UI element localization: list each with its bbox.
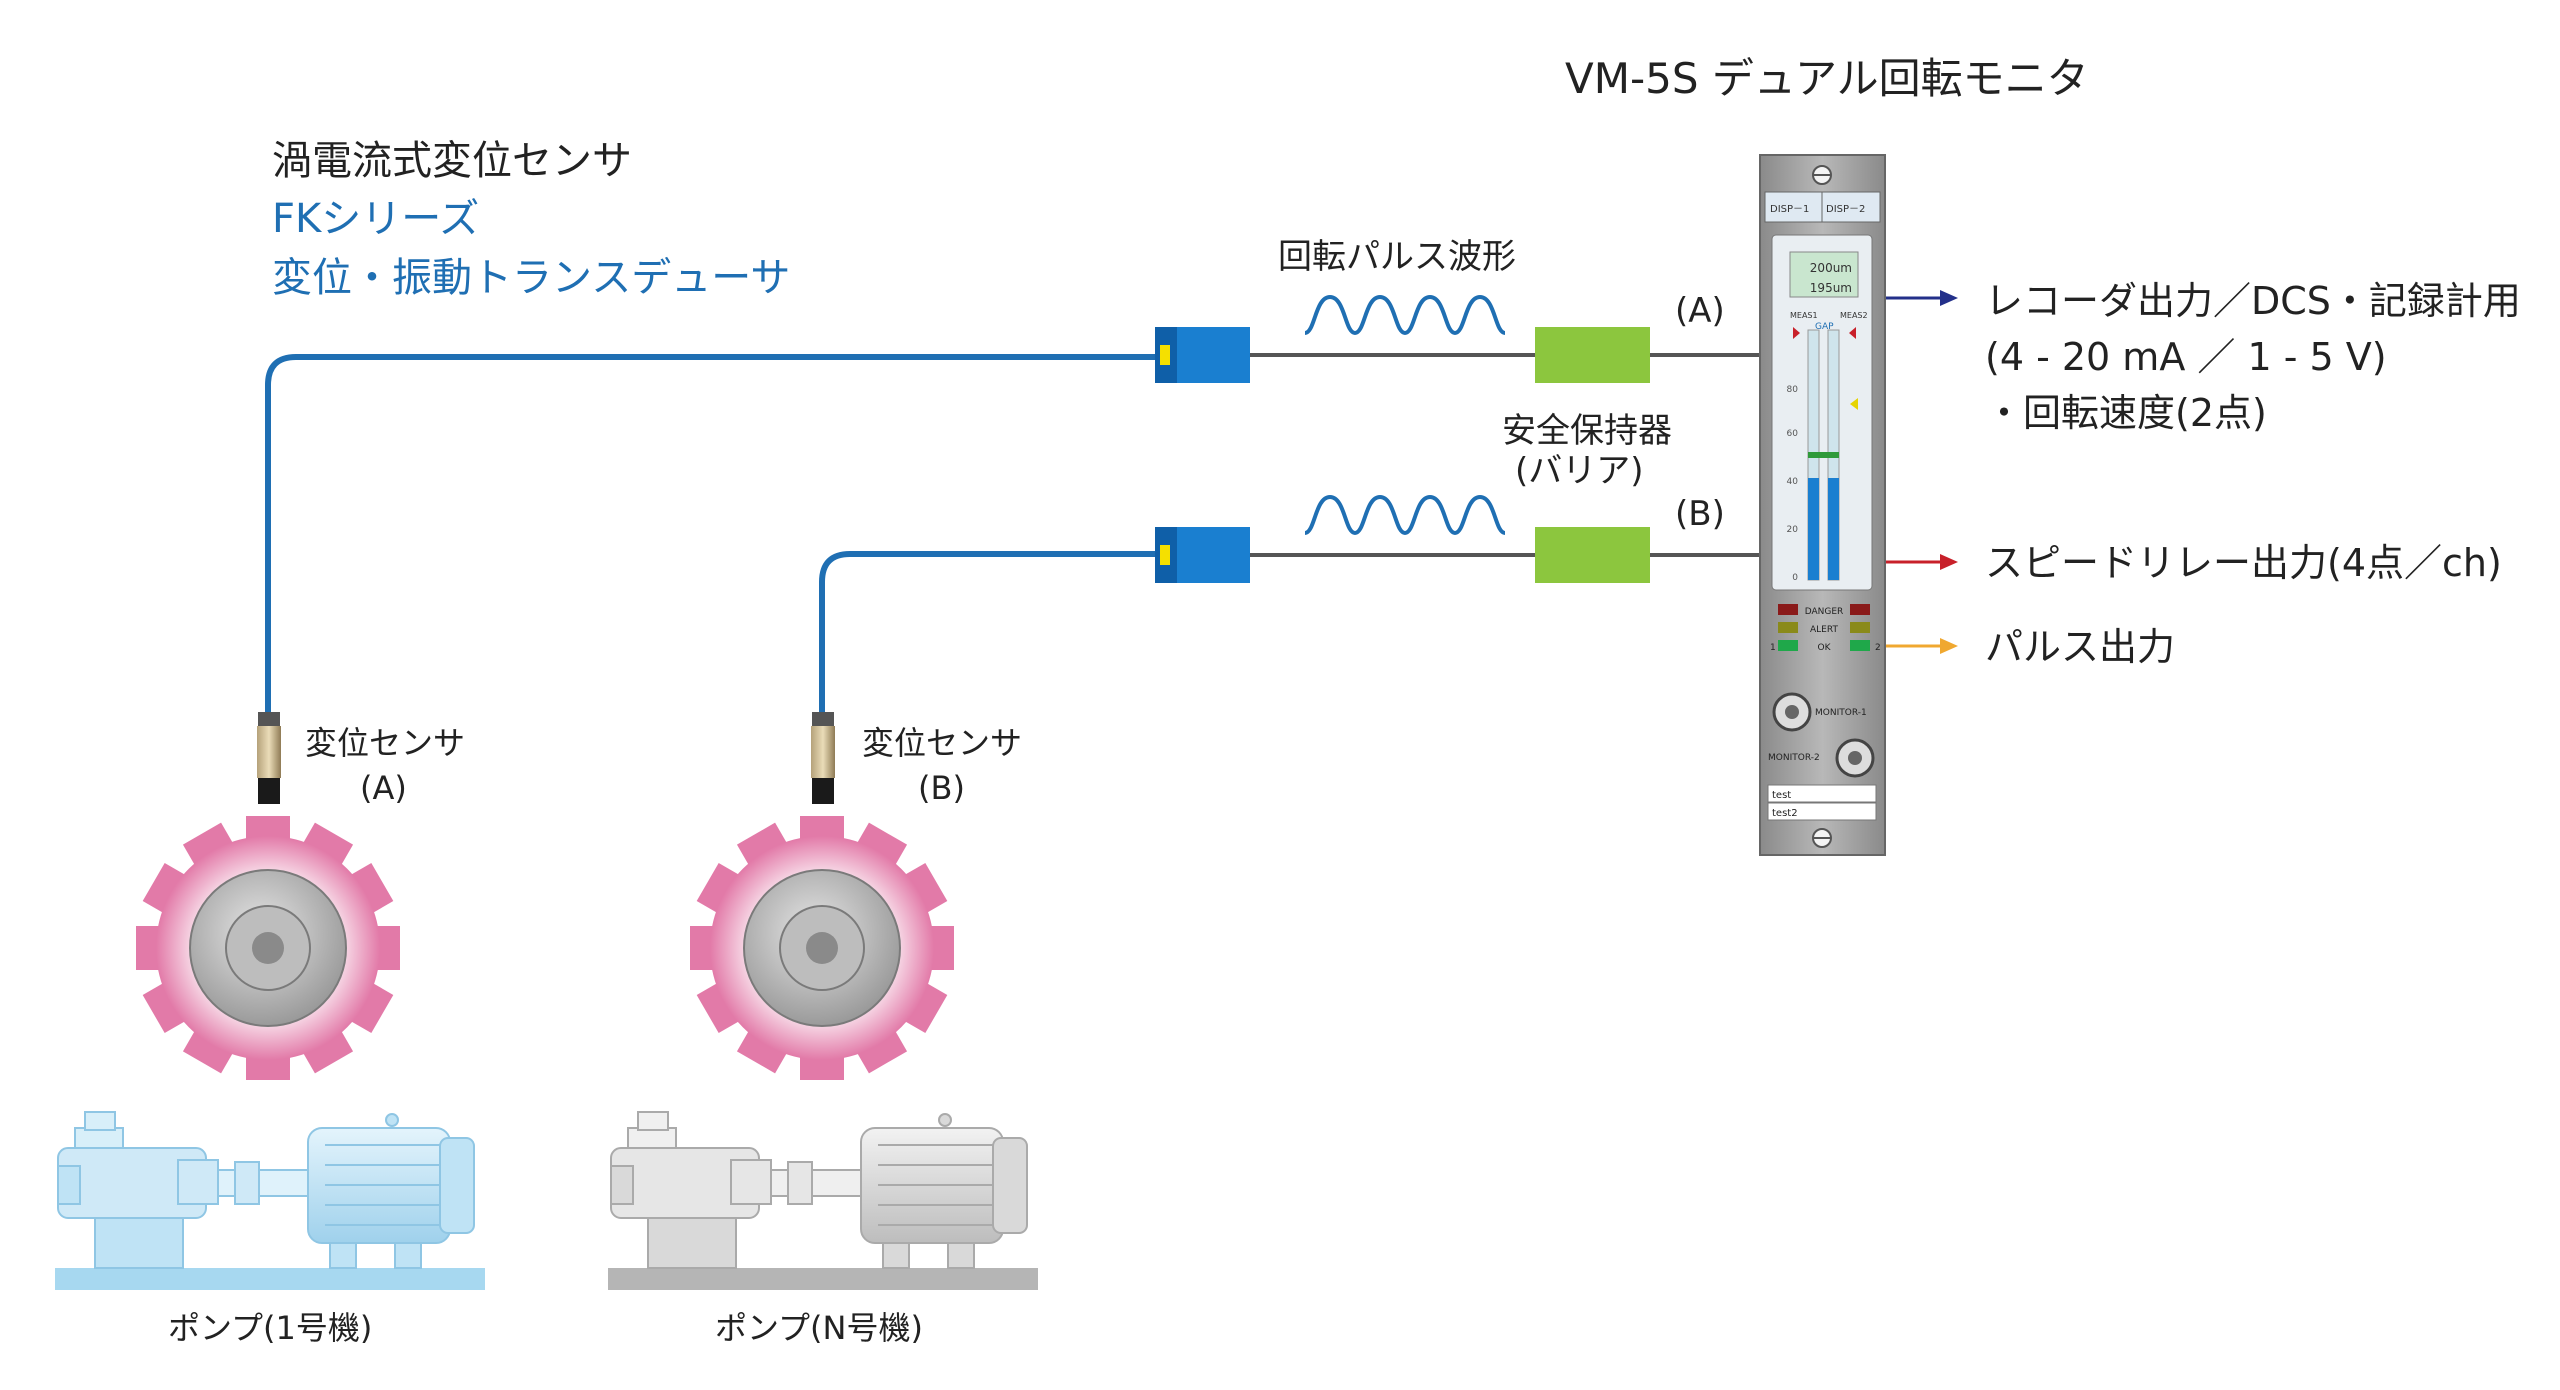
pump-n (608, 1111, 1038, 1290)
scale-label-0: 0 (1792, 573, 1798, 583)
meas1-label: MEAS1 (1790, 311, 1818, 320)
bargraph-fill-2 (1828, 478, 1839, 580)
channel-2-label: 2 (1875, 643, 1881, 653)
channel-a-label: (A) (1675, 291, 1725, 331)
gear-b (690, 816, 954, 1080)
danger-label: DANGER (1805, 607, 1844, 617)
alert-led-2 (1850, 622, 1870, 633)
sensor-a-label: 変位センサ (305, 724, 466, 762)
pulse-output-label: パルス出力 (1985, 625, 2176, 669)
alarm-marker-left (1793, 327, 1800, 339)
barrier-a (1535, 327, 1650, 383)
vm5s-monitor: DISP－1 DISP－2 200um 195um MEAS1 MEAS2 GA… (1759, 154, 1886, 856)
alert-label: ALERT (1810, 625, 1838, 635)
ok-led-2 (1850, 640, 1870, 651)
tag-label-1: test (1772, 790, 1791, 801)
monitor-1-label: MONITOR-1 (1815, 708, 1867, 718)
recorder-output-speed: ・回転速度(2点) (1985, 391, 2267, 435)
display-value-2: 195um (1810, 281, 1852, 295)
scale-label-60: 60 (1787, 429, 1799, 439)
arrow-recorder (1885, 290, 1958, 306)
ok-led-1 (1778, 640, 1798, 651)
display-value-1: 200um (1810, 261, 1852, 275)
recorder-output-range: (4 - 20 mA ／ 1 - 5 V) (1985, 335, 2387, 379)
danger-led-2 (1850, 604, 1870, 615)
arrow-relay (1885, 554, 1958, 570)
pump-n-label: ポンプ(N号機) (715, 1309, 923, 1347)
sensor-a-channel: (A) (360, 769, 407, 807)
sensor-series-name: FKシリーズ (272, 196, 480, 242)
gap-label: GAP (1815, 322, 1834, 332)
gap-indicator (1808, 452, 1839, 458)
channel-1-label: 1 (1770, 643, 1776, 653)
meas2-label: MEAS2 (1840, 311, 1868, 320)
speed-relay-output-label: スピードリレー出力(4点／ch) (1985, 541, 2502, 585)
pump-1-label: ポンプ(1号機) (168, 1309, 373, 1347)
barrier-sublabel: (バリア) (1515, 451, 1644, 491)
arrow-pulse (1885, 638, 1958, 654)
pump-1 (55, 1111, 485, 1290)
sensor-series-title: 渦電流式変位センサ (272, 138, 632, 184)
gear-a (136, 816, 400, 1080)
pulse-waveform-label: 回転パルス波形 (1278, 237, 1516, 277)
scale-label-80: 80 (1787, 385, 1799, 395)
recorder-output-label: レコーダ出力／DCS・記録計用 (1985, 279, 2521, 323)
disp2-label: DISP－2 (1826, 204, 1865, 215)
danger-led-1 (1778, 604, 1798, 615)
cable-a (265, 353, 1760, 712)
barrier-b (1535, 527, 1650, 583)
connector-b (1155, 527, 1250, 583)
ok-label: OK (1818, 643, 1832, 653)
pulse-waveform-a (1304, 294, 1506, 336)
scale-label-40: 40 (1787, 477, 1799, 487)
tag-label-2: test2 (1772, 808, 1798, 819)
alert-marker-right (1850, 398, 1858, 410)
sensor-a (257, 712, 281, 804)
monitor-2-label: MONITOR-2 (1768, 753, 1820, 763)
disp1-label: DISP－1 (1770, 204, 1809, 215)
monitor-title: VM-5S デュアル回転モニタ (1565, 54, 2089, 103)
cable-b (819, 551, 1760, 712)
sensor-b-label: 変位センサ (862, 724, 1023, 762)
alert-led-1 (1778, 622, 1798, 633)
pulse-waveform-b (1304, 494, 1506, 536)
scale-label-20: 20 (1787, 525, 1799, 535)
bargraph-fill-1 (1808, 478, 1819, 580)
barrier-label: 安全保持器 (1502, 411, 1672, 451)
connector-a (1155, 327, 1250, 383)
channel-b-label: (B) (1675, 494, 1725, 534)
sensor-b-channel: (B) (918, 769, 965, 807)
sensor-series-description: 変位・振動トランスデューサ (272, 255, 791, 301)
sensor-b (811, 712, 835, 804)
alarm-marker-right (1849, 327, 1856, 339)
